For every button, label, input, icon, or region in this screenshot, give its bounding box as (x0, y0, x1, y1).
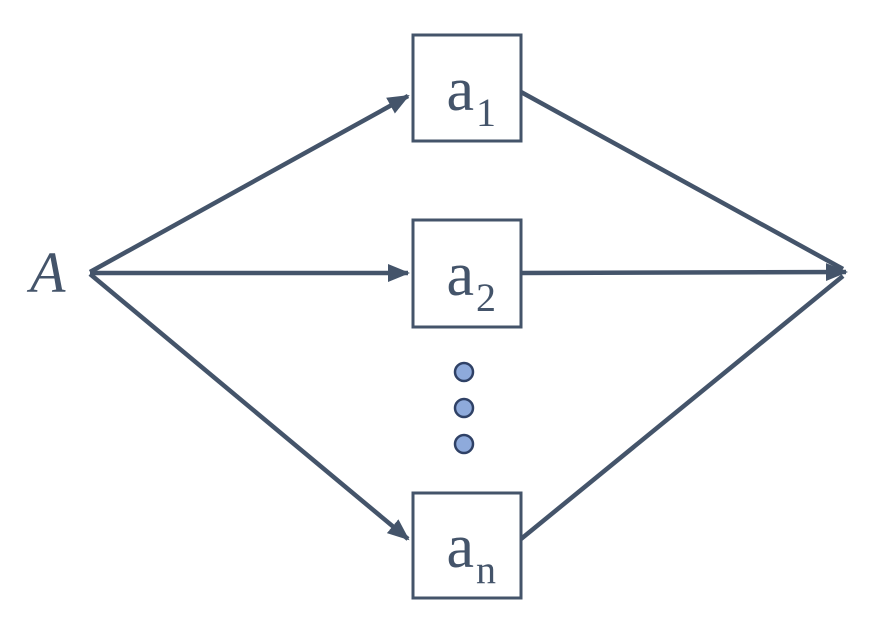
edge-a2-to-sink (520, 263, 848, 282)
ellipsis-dot (453, 433, 475, 455)
edge-a1-to-sink (519, 90, 845, 271)
node-an-label: a (446, 513, 474, 581)
ellipsis-dot (453, 361, 475, 383)
node-a2-label: a (446, 241, 474, 309)
node-box-a2 (411, 218, 523, 329)
node-a2-subscript: 2 (476, 275, 496, 320)
node-box-a1 (411, 33, 523, 143)
edge-source-to-an (88, 272, 410, 541)
node-box-an (411, 491, 523, 600)
source-node-label: A (26, 240, 66, 305)
node-an-subscript: n (476, 547, 496, 592)
node-a1-label: a (446, 56, 474, 124)
edge-source-to-a1 (88, 94, 410, 274)
node-a1-subscript: 1 (476, 90, 496, 135)
edge-an-to-sink (519, 274, 845, 541)
ellipsis-dot (453, 397, 475, 419)
